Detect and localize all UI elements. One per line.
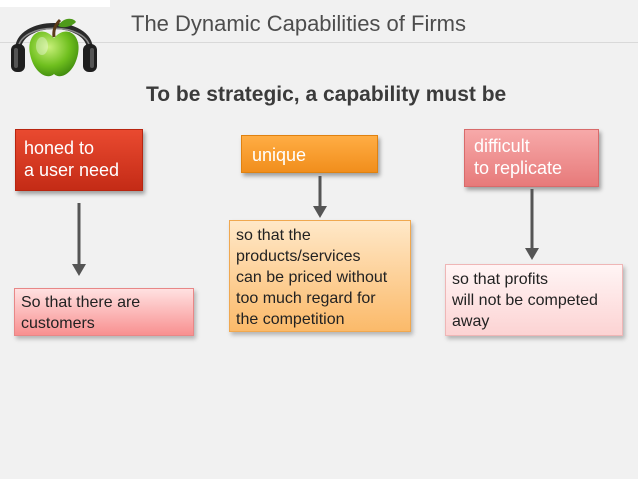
note-customers: So that there are customers <box>14 288 194 336</box>
box-line: honed to <box>24 138 95 158</box>
note-line: so that the <box>236 227 311 244</box>
arrow-2 <box>313 176 327 218</box>
box-honed-to-user-need: honed to a user need <box>15 129 143 191</box>
slide-subtitle: To be strategic, a capability must be <box>146 83 507 106</box>
arrow-1 <box>72 203 86 276</box>
box-line: unique <box>252 145 307 165</box>
note-profits-not-competed: so that profits will not be competed awa… <box>445 264 623 336</box>
note-line: can be priced without <box>236 269 388 286</box>
box-line: difficult <box>474 136 530 156</box>
note-priced-without-regard: so that the products/services can be pri… <box>229 220 411 332</box>
box-line: a user need <box>24 160 120 180</box>
box-difficult-to-replicate: difficult to replicate <box>464 129 599 187</box>
box-unique: unique <box>241 135 378 173</box>
slide-header: The Dynamic Capabilities of Firms <box>0 0 638 43</box>
slide-title: The Dynamic Capabilities of Firms <box>131 11 466 36</box>
note-line: will not be competed <box>452 292 598 309</box>
box-line: to replicate <box>474 158 563 178</box>
note-line: too much regard for <box>236 290 376 307</box>
note-line: the competition <box>236 311 345 328</box>
apple-headphones-logo-icon <box>11 18 97 77</box>
note-line: products/services <box>236 248 361 265</box>
note-line: customers <box>21 315 95 332</box>
note-line: So that there are <box>21 294 141 311</box>
note-line: away <box>452 313 490 330</box>
arrow-3 <box>525 189 539 260</box>
top-strip <box>0 0 110 7</box>
note-line: so that profits <box>452 271 549 288</box>
